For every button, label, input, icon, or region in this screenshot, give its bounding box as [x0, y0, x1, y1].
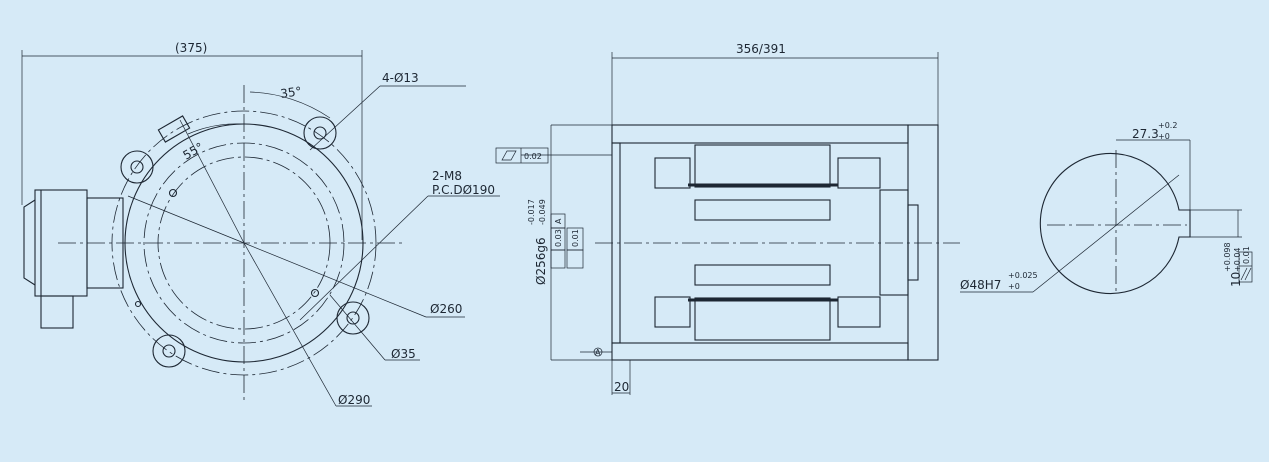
- front-view: (375): [21, 41, 500, 407]
- perpendicularity-value: 0.03: [554, 229, 563, 247]
- length-label: 356/391: [736, 42, 786, 56]
- thread-callout: 2-M8: [432, 169, 462, 183]
- flange-thickness-label: 20: [614, 380, 629, 394]
- bore-tol-lower: +0: [1008, 282, 1020, 291]
- dia-35-label: Ø35: [391, 347, 416, 361]
- bore-keyway-outline: [1039, 152, 1191, 295]
- parallel-value: 0.01: [1242, 246, 1251, 264]
- cylindricity-value: 0.01: [571, 229, 580, 247]
- pcd-290-circle: [111, 110, 377, 376]
- dia-290-label: Ø290: [338, 393, 370, 407]
- pcd-260-circle: [143, 142, 345, 344]
- bore-view: 27.3 +0.2 +0 Ø48H7 +0.025 +0 10 +0.098 +…: [960, 121, 1253, 295]
- datum-ref: A: [554, 218, 563, 224]
- key-depth-tol-lower: +0: [1158, 132, 1170, 141]
- key-depth-label: 27.3: [1132, 127, 1159, 141]
- section-view: 356/391 0.02 Ø256g6 -0.017 -0.049: [495, 42, 960, 395]
- pcd-190-circle: [157, 156, 331, 330]
- shaft-diameter-label: Ø256g6: [534, 237, 548, 285]
- datum-mark: A: [595, 348, 601, 357]
- shaft-tol-lower: -0.049: [538, 199, 547, 225]
- bore-tol-upper: +0.025: [1008, 271, 1038, 280]
- bore-diameter-label: Ø48H7: [960, 278, 1001, 292]
- angle-55-label: 55°: [181, 140, 206, 163]
- key-depth-tol-upper: +0.2: [1158, 121, 1177, 130]
- key-width-tol-lower: +0.04: [1233, 247, 1242, 272]
- dia-260-label: Ø260: [430, 302, 462, 316]
- hole-callout: 4-Ø13: [382, 71, 419, 85]
- overall-width-label: (375): [175, 41, 207, 55]
- pcd-callout: P.C.DØ190: [432, 183, 495, 197]
- shaft-tol-upper: -0.017: [527, 199, 536, 225]
- mounting-lug: [120, 116, 370, 368]
- flatness-value: 0.02: [524, 152, 542, 161]
- key-width-tol-upper: +0.098: [1223, 242, 1232, 272]
- gdt-frames: A 0.03 0.01: [550, 213, 584, 269]
- motor-housing: [23, 115, 191, 329]
- angle-35-label: 35°: [279, 84, 302, 101]
- key-width-label: 10: [1229, 272, 1243, 287]
- flatness-tolerance-frame: 0.02: [495, 147, 549, 164]
